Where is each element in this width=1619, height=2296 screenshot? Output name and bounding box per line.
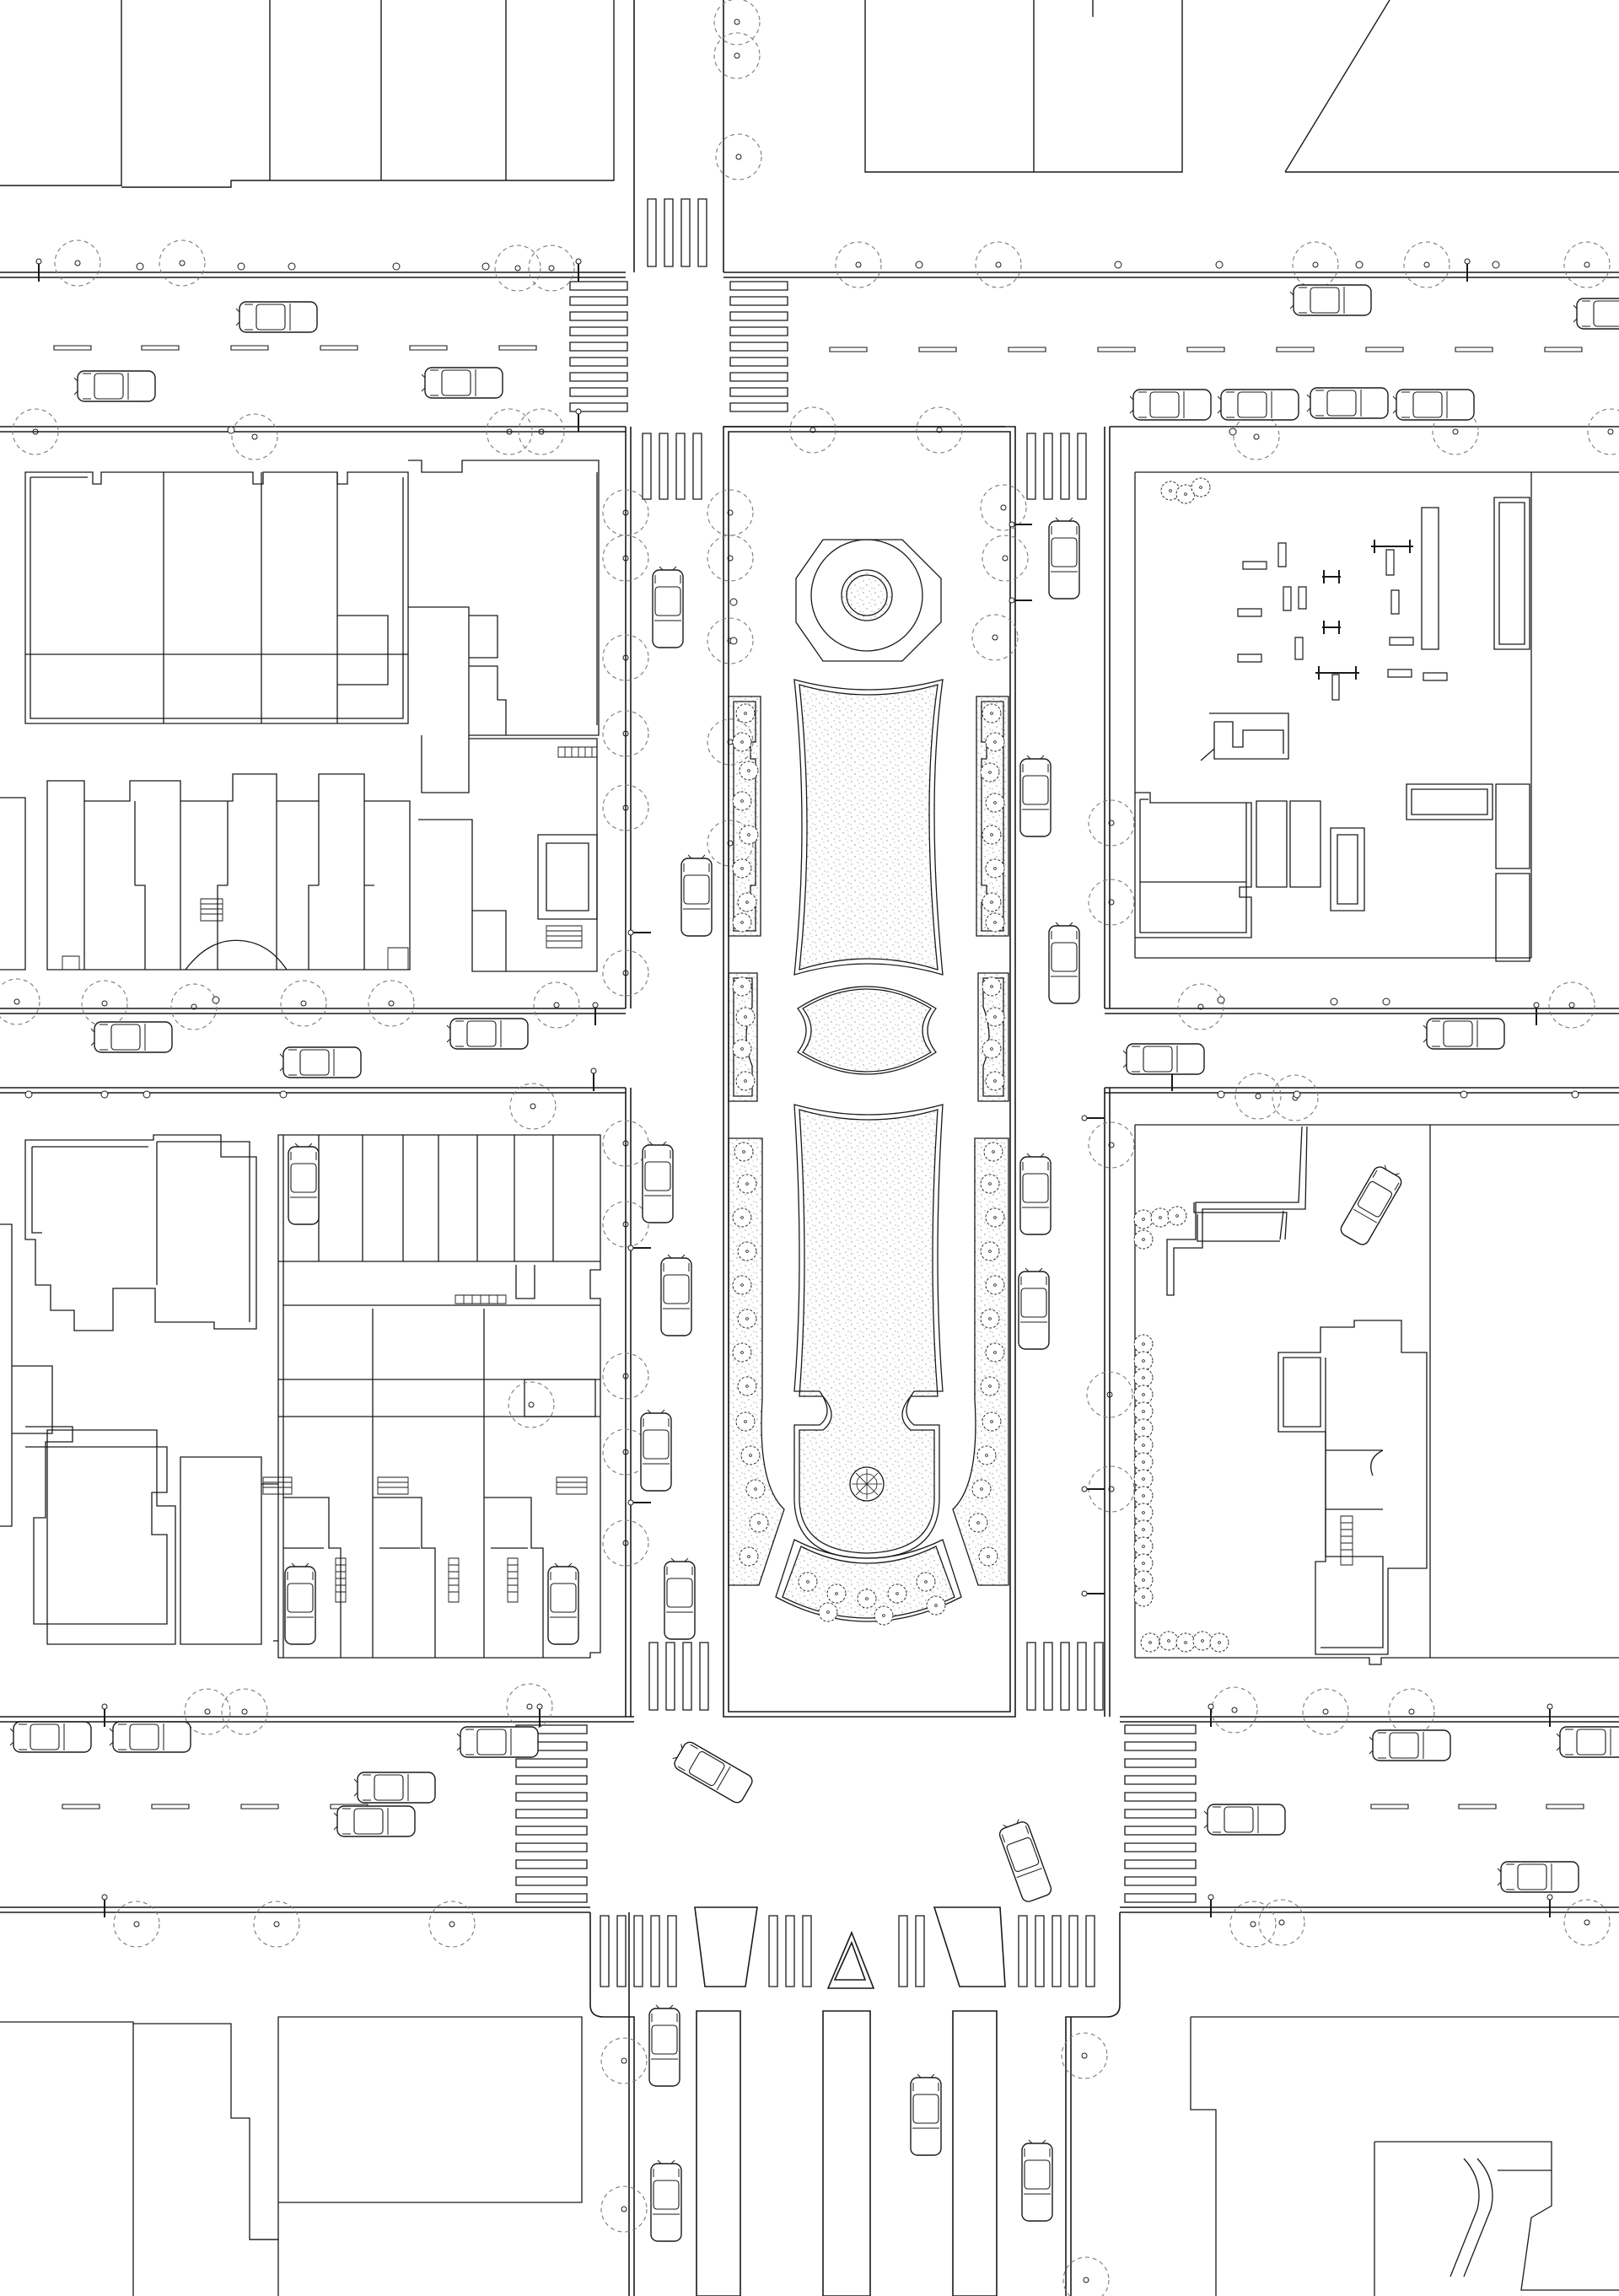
building-outlines-west-1 [0, 460, 599, 971]
stair-icon [62, 747, 1353, 1602]
building-outlines-west-2 [0, 1135, 600, 1658]
lane-markings [54, 346, 1584, 1809]
building-outlines-north [0, 0, 1619, 187]
fitness-equipment-icon [1238, 540, 1447, 700]
building-outlines-east-1 [1135, 472, 1619, 961]
planter-w [729, 973, 757, 1101]
planter-e [978, 973, 1009, 1101]
median-park [729, 540, 1009, 1621]
building-outlines-south [0, 2017, 1619, 2296]
lawn-north [799, 685, 938, 970]
crosswalk-stripes [516, 199, 1196, 1987]
lawn-south [799, 1110, 938, 1553]
planter-nw [729, 696, 761, 936]
lawn-center [803, 989, 931, 1072]
